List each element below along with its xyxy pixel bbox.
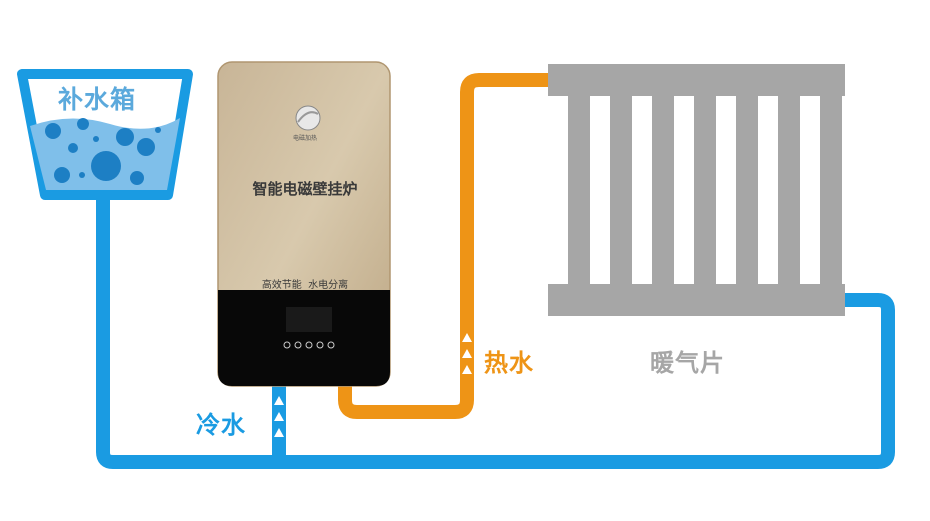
radiator <box>548 64 845 316</box>
tank-label: 补水箱 <box>58 85 137 114</box>
hot-flow-arrows <box>462 333 472 374</box>
cold-water-label: 冷水 <box>196 411 246 439</box>
hot-water-pipe <box>338 73 550 419</box>
boiler-title: 智能电磁壁挂炉 <box>252 180 358 198</box>
boiler-logo-icon <box>295 105 321 131</box>
boiler <box>217 61 391 387</box>
cold-flow-arrows <box>274 396 284 437</box>
hot-water-label: 热水 <box>484 349 534 377</box>
boiler-slogan: 高效节能 水电分离 <box>261 280 349 291</box>
radiator-label: 暖气片 <box>650 349 725 377</box>
boiler-logo-text: 电磁加热 <box>293 135 318 142</box>
water-tank <box>17 69 193 200</box>
cold-water-return-pipe <box>96 195 895 469</box>
